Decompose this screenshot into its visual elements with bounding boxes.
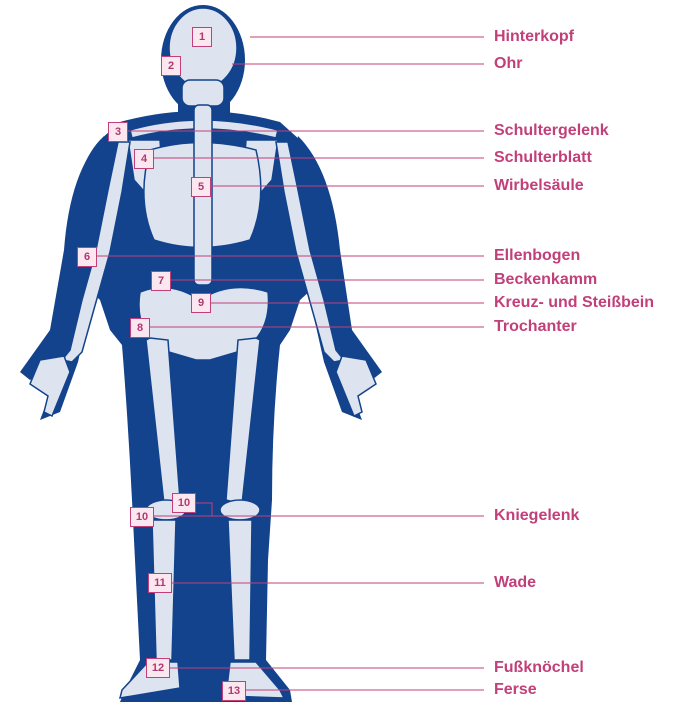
- marker-badge-3: 3: [108, 122, 128, 142]
- marker-badge-6: 6: [77, 247, 97, 267]
- marker-badge-11: 11: [148, 573, 172, 593]
- marker-badge-1: 1: [192, 27, 212, 47]
- label-kniegelenk: Kniegelenk: [494, 506, 579, 526]
- marker-badge-10-left: 10: [130, 507, 154, 527]
- marker-badge-13: 13: [222, 681, 246, 701]
- label-hinterkopf: Hinterkopf: [494, 27, 574, 47]
- marker-badge-12: 12: [146, 658, 170, 678]
- label-fussknoechel: Fußknöchel: [494, 658, 584, 678]
- marker-badge-10-right: 10: [172, 493, 196, 513]
- label-ferse: Ferse: [494, 680, 537, 700]
- label-wirbelsaeule: Wirbelsäule: [494, 176, 584, 196]
- label-kreuz-steissbein: Kreuz- und Steißbein: [494, 293, 654, 313]
- label-ellenbogen: Ellenbogen: [494, 246, 580, 266]
- label-schulterblatt: Schulterblatt: [494, 148, 592, 168]
- marker-badge-2: 2: [161, 56, 181, 76]
- marker-badge-4: 4: [134, 149, 154, 169]
- marker-badge-9: 9: [191, 293, 211, 313]
- marker-badge-7: 7: [151, 271, 171, 291]
- label-trochanter: Trochanter: [494, 317, 577, 337]
- marker-badge-8: 8: [130, 318, 150, 338]
- label-wade: Wade: [494, 573, 536, 593]
- label-beckenkamm: Beckenkamm: [494, 270, 597, 290]
- label-ohr: Ohr: [494, 54, 522, 74]
- marker-badge-5: 5: [191, 177, 211, 197]
- label-schultergelenk: Schultergelenk: [494, 121, 609, 141]
